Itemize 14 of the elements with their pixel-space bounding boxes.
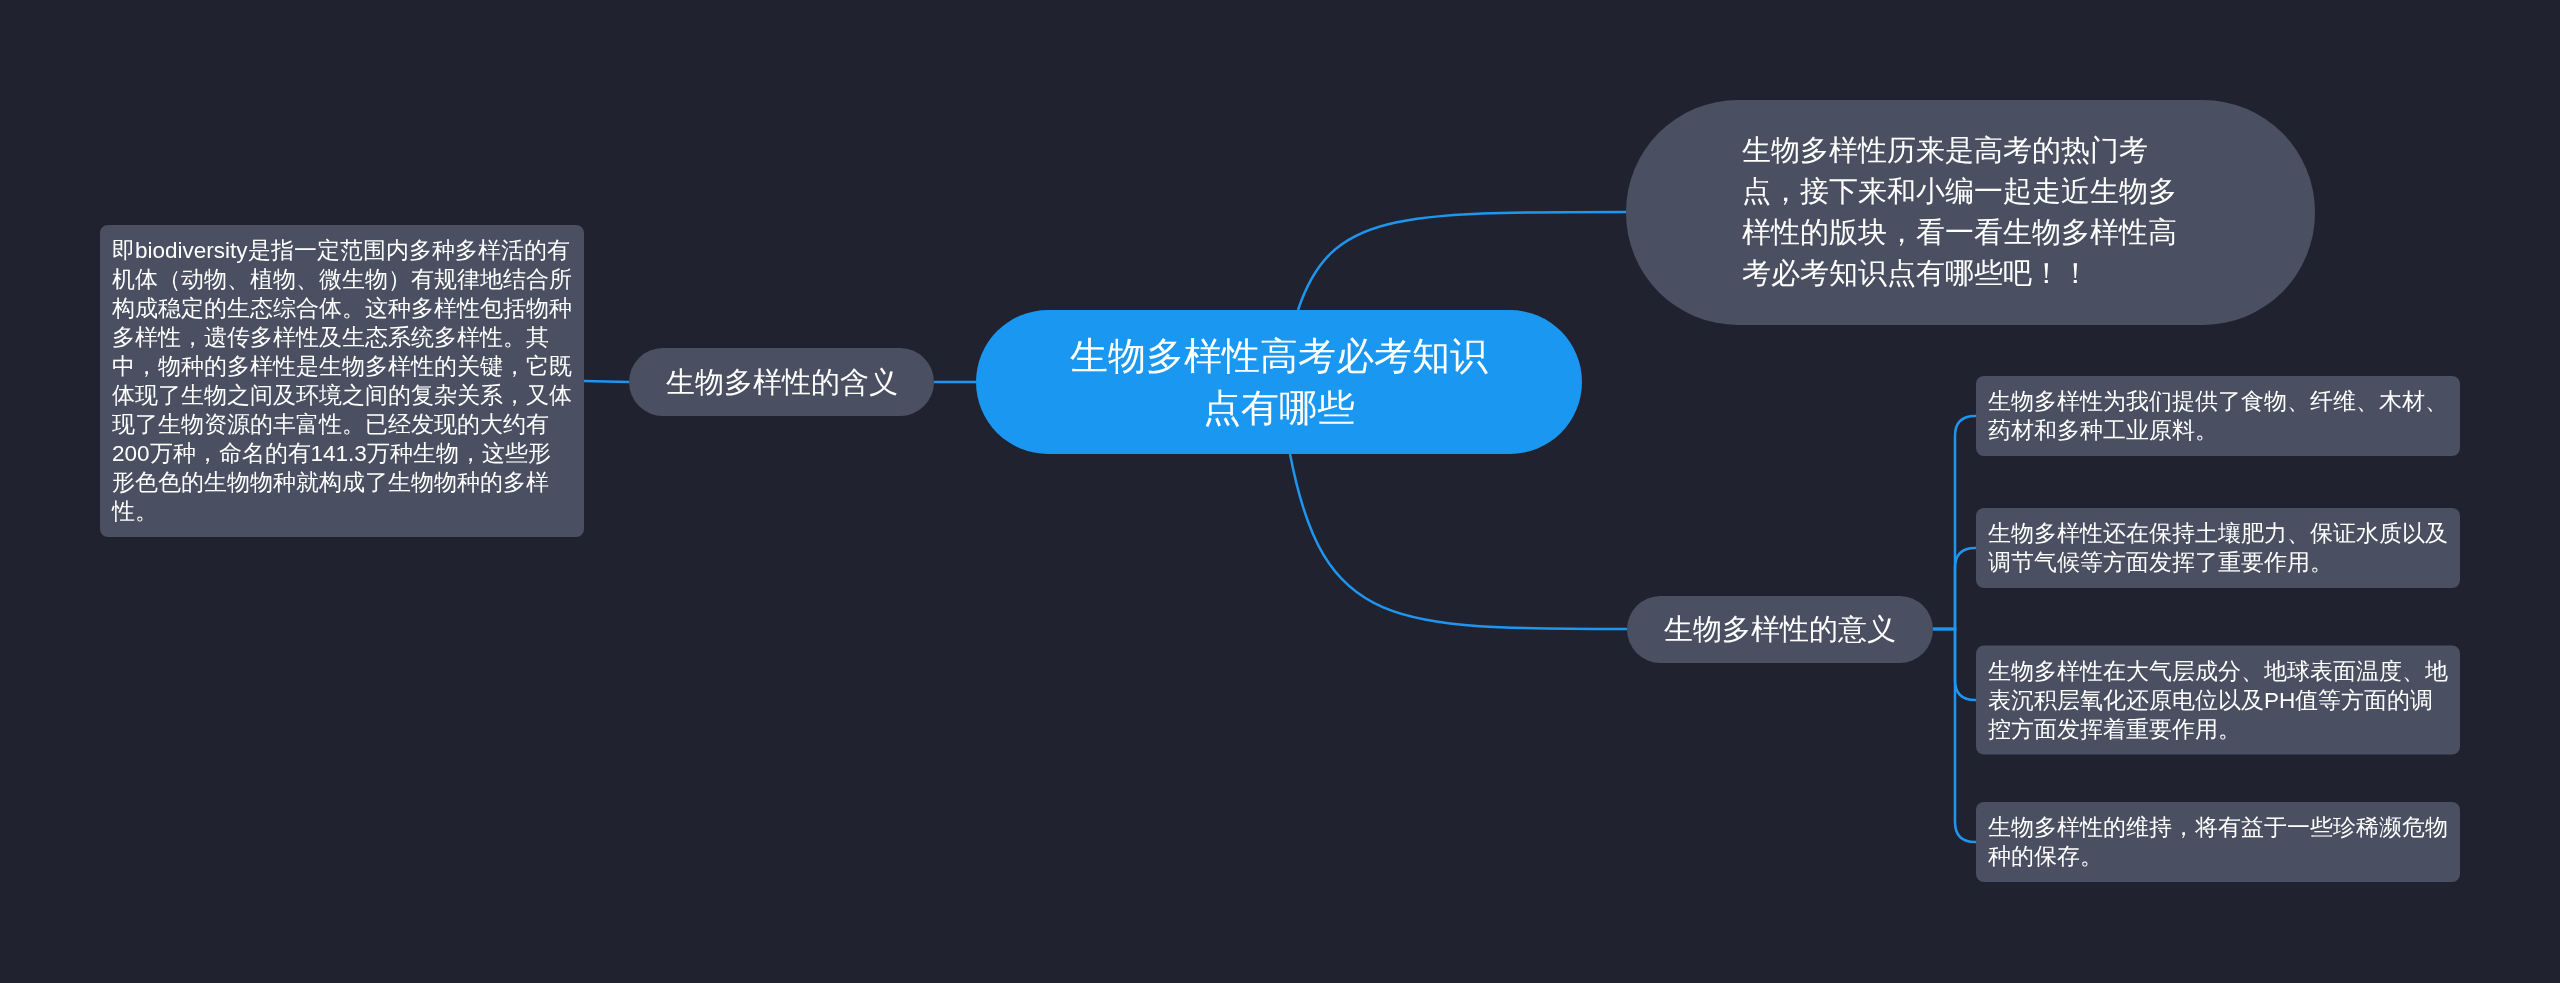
connector-line — [1933, 627, 1977, 844]
connector-line — [1288, 453, 1627, 631]
detail-card: 生物多样性在大气层成分、地球表面温度、地表沉积层氧化还原电位以及PH值等方面的调控方面发挥着重要作用。 — [1976, 645, 2460, 755]
detail-card: 生物多样性的维持，将有益于一些珍稀濒危物种的保存。 — [1976, 802, 2460, 882]
subtopic-pill: 生物多样性的意义 — [1627, 595, 1933, 663]
note-bubble: 生物多样性历来是高考的热门考点，接下来和小编一起走近生物多样性的版块，看一看生物多样性高考必考知识点有哪些吧！！ — [1626, 99, 2315, 325]
connector-line — [583, 379, 630, 384]
detail-card: 即biodiversity是指一定范围内多种多样活的有机体（动物、植物、微生物）有规律地结合所构成稳定的生态综合体。这种多样性包括物种多样性，遗传多样性及生态系统多样性。其中，物种的多样性是生物多样性的关键，它既体现了生物之间及环境之间的复杂关系，又体现了生物资源的丰富性。已经发现的大约有200万种，命名的有141.3万种生物，这些形形色色的生物物种就构成了生物物种的多样性。 — [100, 225, 584, 537]
connector-line — [934, 380, 976, 384]
subtopic-pill: 生物多样性的含义 — [629, 348, 934, 416]
connector-line — [1296, 210, 1626, 311]
detail-card: 生物多样性还在保持土壤肥力、保证水质以及调节气候等方面发挥了重要作用。 — [1976, 508, 2460, 588]
detail-card: 生物多样性为我们提供了食物、纤维、木材、药材和多种工业原料。 — [1976, 376, 2460, 456]
central-topic: 生物多样性高考必考知识点有哪些 — [976, 310, 1582, 454]
